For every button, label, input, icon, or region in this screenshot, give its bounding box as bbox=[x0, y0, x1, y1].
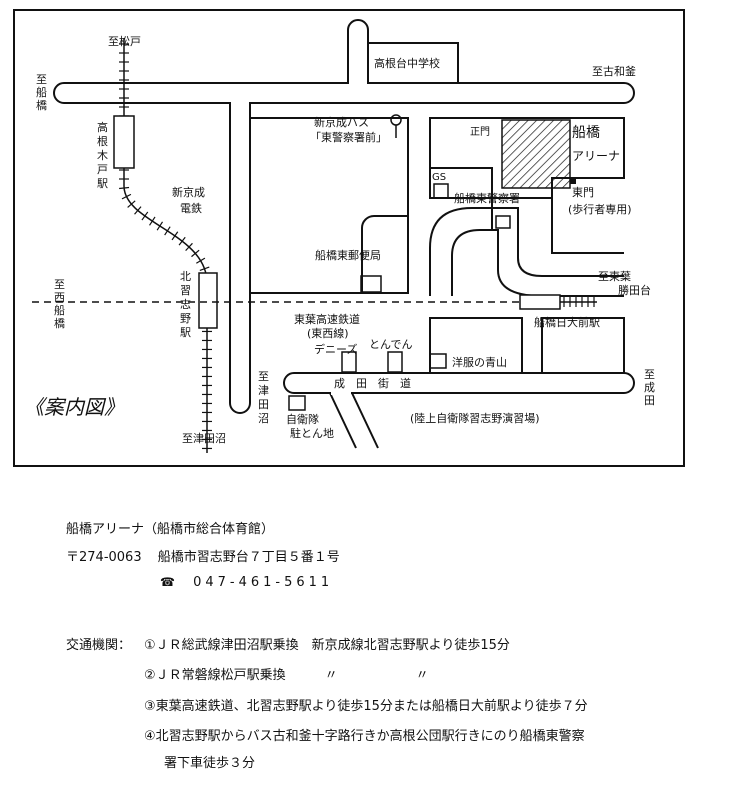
railway-tie bbox=[127, 200, 136, 208]
block-police bbox=[429, 167, 493, 230]
label-east-gate: 東門 (歩行者専用) bbox=[568, 186, 632, 216]
arena-building bbox=[501, 119, 571, 189]
label-narita: 至 成 田 bbox=[644, 368, 659, 407]
label-kitanarashino: 北 習 志 野 駅 bbox=[180, 270, 195, 339]
label-higashi-katsuta: 至東葉 勝田台 bbox=[598, 269, 651, 297]
railway-toyo-ties bbox=[563, 297, 595, 307]
postal-address: 〒274-0063 船橋市習志野台７丁目５番１号 bbox=[66, 546, 340, 565]
map-title: 《案内図》 bbox=[24, 395, 124, 419]
block-school bbox=[367, 42, 459, 84]
label-tsudanuma-bottom: 至津田沼 bbox=[182, 431, 226, 445]
route-4-continued: 署下車徒歩３分 bbox=[164, 756, 256, 771]
funabashi-nichidai-station bbox=[519, 294, 561, 310]
label-seimon: 正門 bbox=[470, 126, 490, 138]
label-aoyama: 洋服の青山 bbox=[452, 355, 507, 369]
police-building bbox=[495, 215, 511, 229]
block-east bbox=[551, 198, 624, 254]
block-se-2 bbox=[541, 317, 625, 374]
transport-label: 交通機関： bbox=[66, 638, 132, 653]
railway-tie bbox=[191, 249, 200, 258]
railway-tie bbox=[196, 257, 206, 264]
phone-icon: ☎ bbox=[160, 575, 175, 589]
label-narita-road: 成 田 街 道 bbox=[334, 376, 411, 390]
label-shinkeisei: 新京成 電鉄 bbox=[172, 185, 209, 215]
road-west bbox=[229, 103, 251, 414]
label-takanekido: 高 根 木 戸 駅 bbox=[97, 120, 112, 190]
railway-tie bbox=[185, 242, 193, 252]
label-police: 船橋東警察署 bbox=[454, 191, 520, 205]
label-gs: GS bbox=[432, 172, 446, 183]
facility-name: 船橋アリーナ（船橋市総合体育館） bbox=[66, 522, 275, 537]
label-toyo: 東葉高速鉄道 (東西線) bbox=[294, 312, 364, 340]
aoyama-building bbox=[429, 353, 447, 369]
dennys-building bbox=[341, 351, 357, 373]
access-map: 至松戸 至 船 橋 高 根 木 戸 駅 新京成 電鉄 北 習 志 野 駅 至 西… bbox=[13, 9, 685, 467]
railway-tie bbox=[164, 226, 171, 236]
label-funabashi-left: 至 船 橋 bbox=[36, 73, 51, 112]
label-jsdf: 自衛隊 駐とん地 bbox=[286, 412, 334, 440]
route-2: ②ＪＲ常磐線松戸駅乗換 〃 〃 bbox=[144, 668, 429, 683]
takanekido-station bbox=[113, 115, 135, 169]
label-matsudo: 至松戸 bbox=[108, 34, 141, 48]
label-school: 高根台中学校 bbox=[374, 56, 440, 70]
railway-tie bbox=[178, 236, 186, 246]
phone-line: ☎ 047-461-5611 bbox=[160, 575, 333, 590]
tonden-building bbox=[387, 351, 403, 373]
kitanarashino-station bbox=[198, 272, 218, 329]
label-tsudanuma-side: 至 津 田 沼 bbox=[258, 370, 273, 425]
road-kowagama bbox=[53, 82, 635, 104]
label-dennys: デニーズ bbox=[314, 342, 357, 356]
phone-number: 047-461-5611 bbox=[193, 575, 334, 590]
route-1: ①ＪＲ総武線津田沼駅乗換 新京成線北習志野駅より徒歩15分 bbox=[144, 638, 510, 653]
label-arena: 船橋 アリーナ bbox=[572, 125, 620, 163]
address: 船橋市習志野台７丁目５番１号 bbox=[157, 550, 340, 565]
road-diagonal bbox=[329, 392, 379, 449]
post-office-building bbox=[360, 275, 382, 293]
block-bus-area bbox=[249, 117, 409, 294]
route-3: ③東葉高速鉄道、北習志野駅より徒歩15分または船橋日大前駅より徒歩７分 bbox=[144, 699, 588, 714]
label-training-ground: (陸上自衛隊習志野演習場) bbox=[410, 411, 540, 425]
jsdf-building bbox=[288, 395, 306, 411]
road-school-north bbox=[347, 19, 369, 83]
block-post-office bbox=[361, 215, 408, 294]
road-narita bbox=[283, 372, 635, 394]
east-gate-marker bbox=[570, 178, 576, 184]
route-4: ④北習志野駅からバス古和釜十字路行きか高根公団駅行きにのり船橋東警察 bbox=[144, 729, 585, 744]
road-curve-outer bbox=[429, 207, 624, 296]
bus-stop-icon bbox=[390, 114, 402, 138]
gs-building bbox=[433, 183, 449, 199]
railway-tie bbox=[141, 211, 149, 221]
label-kowagama: 至古和釜 bbox=[592, 64, 636, 78]
railway-tie bbox=[134, 206, 142, 215]
railway-tie bbox=[149, 216, 156, 226]
label-tonden: とんでん bbox=[369, 338, 412, 351]
label-post-office: 船橋東郵便局 bbox=[315, 248, 381, 262]
railway-tie bbox=[156, 221, 164, 231]
block-se-1 bbox=[429, 317, 523, 374]
railway-tie bbox=[199, 266, 210, 271]
railway-tie bbox=[121, 193, 132, 200]
railway-tie bbox=[119, 186, 130, 190]
postal-code: 〒274-0063 bbox=[66, 550, 142, 565]
label-nishifunabashi: 至 西 船 橋 bbox=[54, 278, 69, 330]
label-bus-stop: 新京成バス 「東警察署前」 bbox=[310, 115, 387, 144]
label-funabashi-nichidai: 船橋日大前駅 bbox=[534, 315, 600, 329]
railway-tie bbox=[171, 231, 179, 241]
